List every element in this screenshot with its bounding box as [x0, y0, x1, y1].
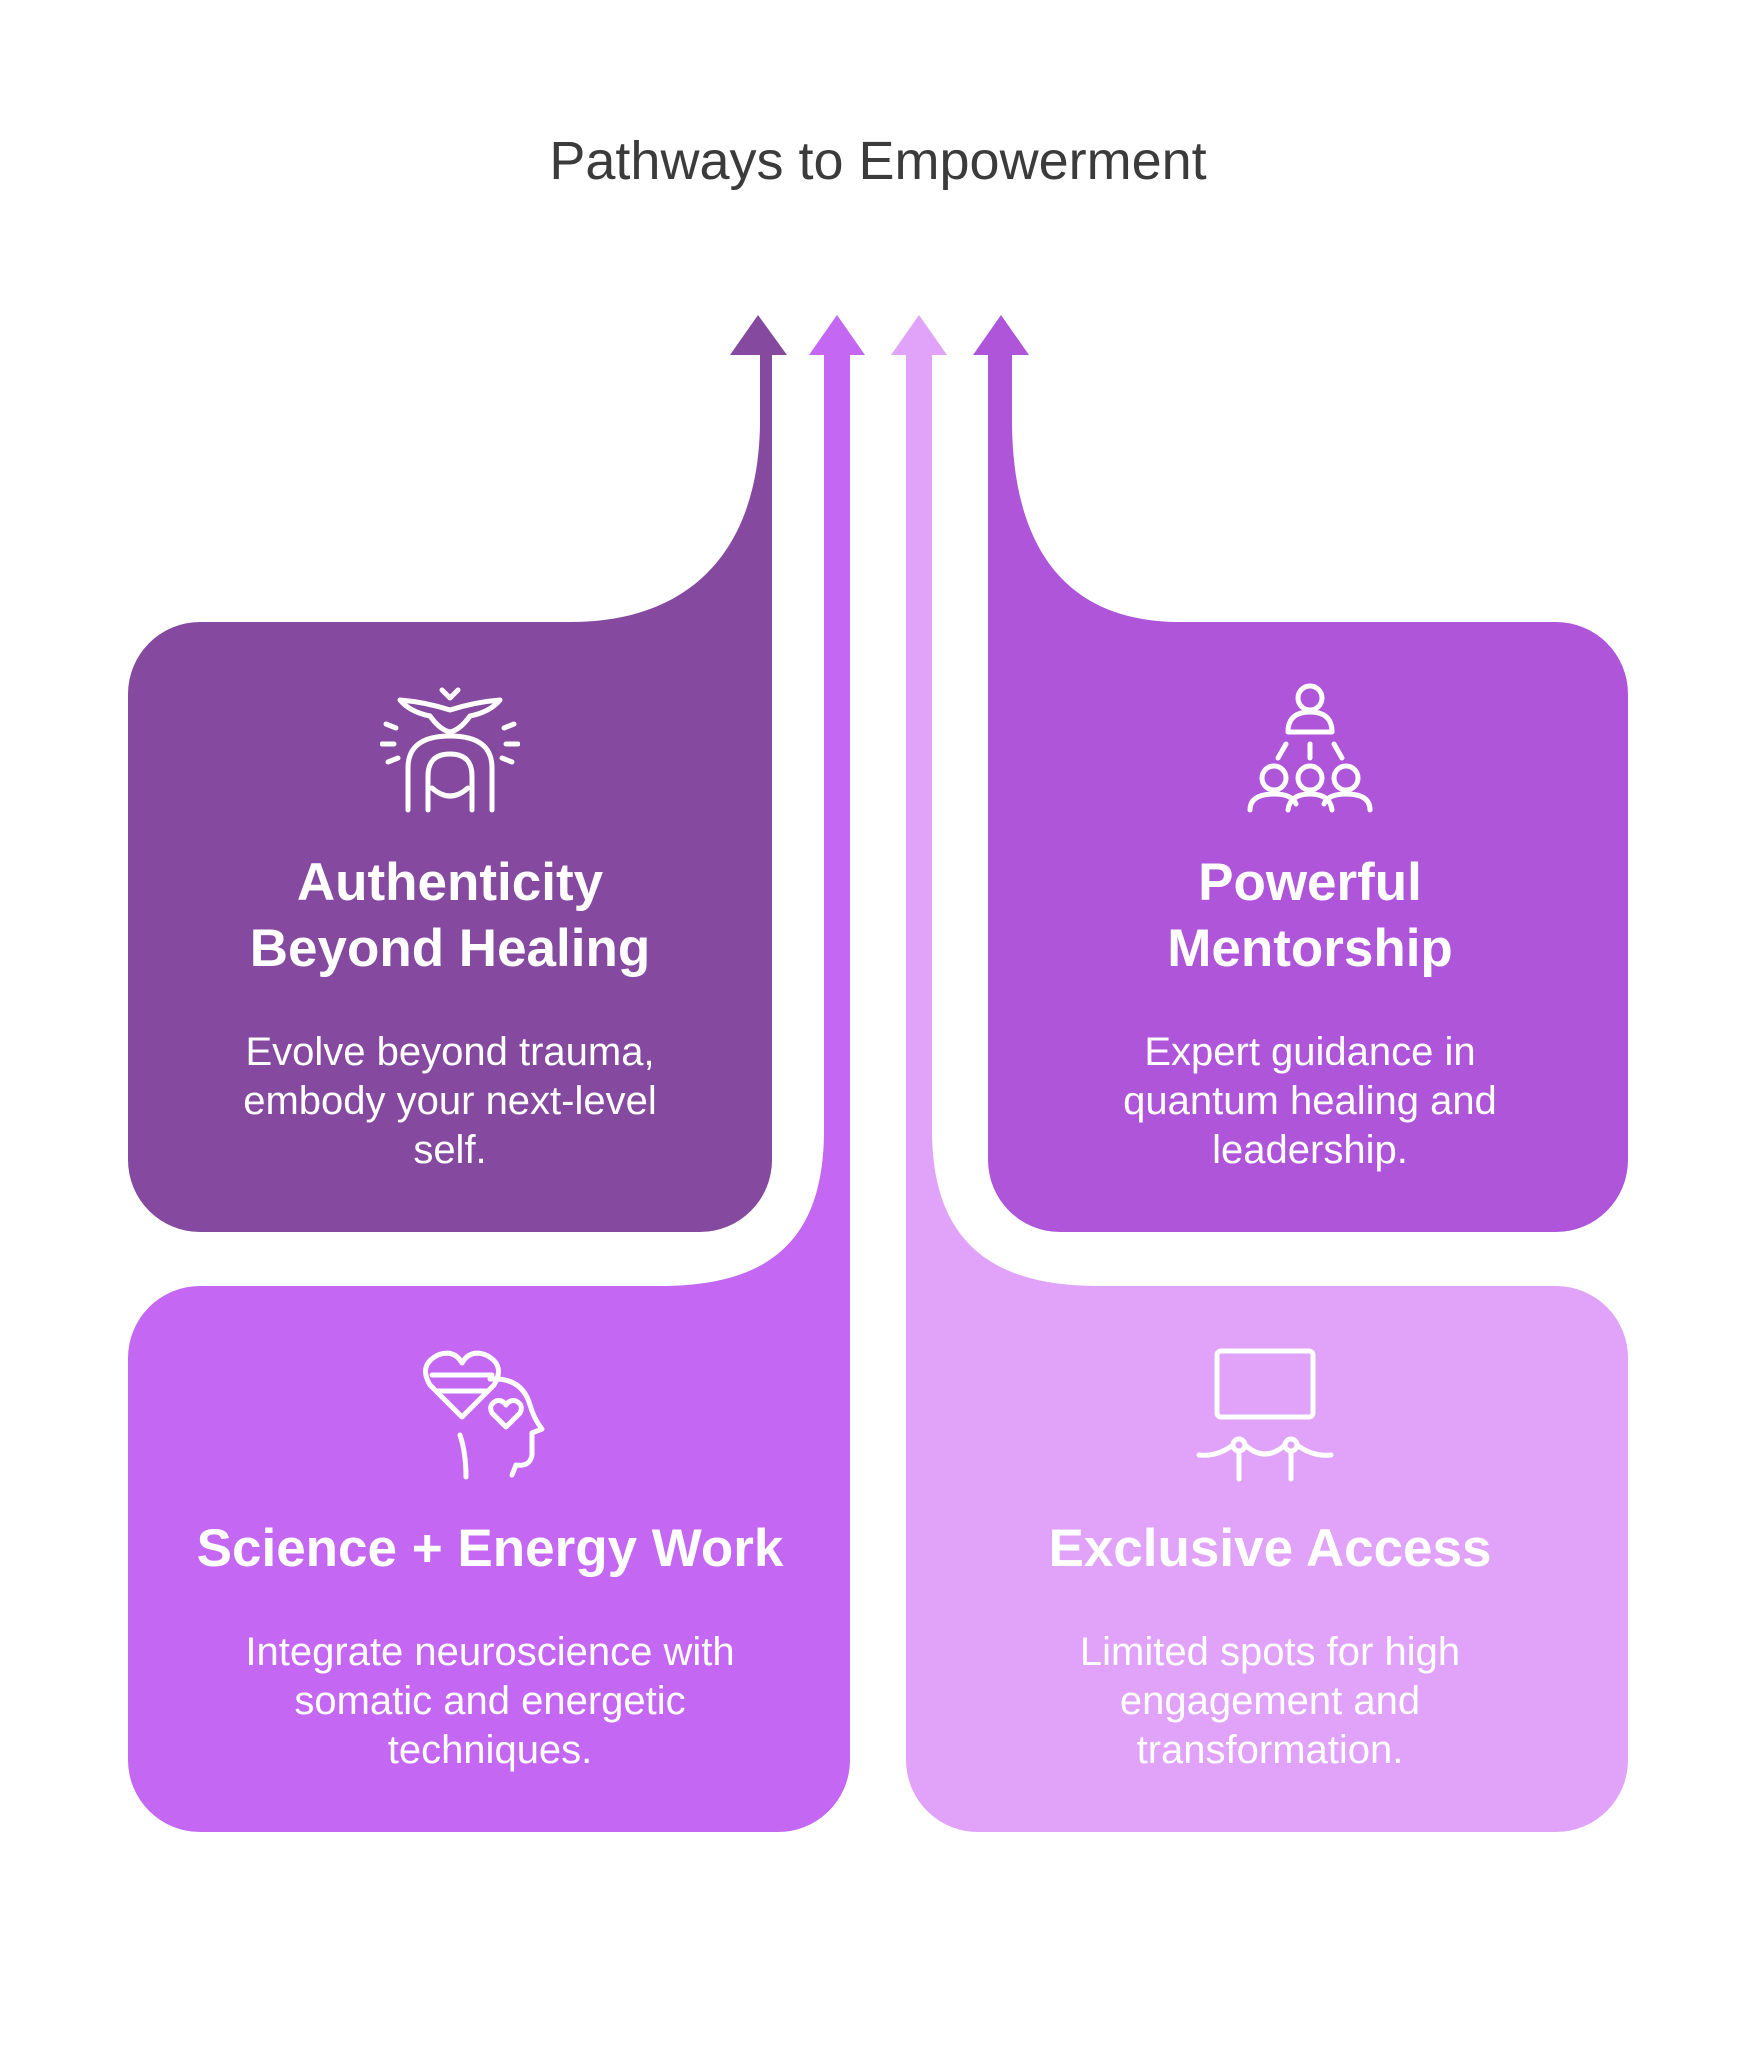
card-description: Evolve beyond trauma, embody your next-l… [243, 1030, 657, 1172]
card-mentorship: Powerful Mentorship Expert guidance in q… [1090, 850, 1530, 1175]
card-exclusive: Exclusive Access Limited spots for high … [1020, 1516, 1520, 1775]
card-title-line1: Authenticity [296, 853, 604, 912]
card-description: Expert guidance in quantum healing and l… [1123, 1030, 1497, 1172]
arrowhead-bright [809, 315, 865, 355]
card-description: Integrate neuroscience with somatic and … [245, 1630, 735, 1772]
card-title-line1: Powerful [1198, 853, 1422, 912]
mentor-group-icon [1247, 683, 1373, 813]
card-title: Science + Energy Work [196, 1519, 784, 1578]
card-title-line2: Mentorship [1167, 919, 1453, 978]
card-science-shape [128, 350, 851, 1833]
arrowhead-medium [973, 315, 1029, 355]
page-title: Pathways to Empowerment [549, 131, 1207, 191]
card-authenticity: Authenticity Beyond Healing Evolve beyon… [208, 850, 692, 1175]
card-exclusive-shape [906, 350, 1628, 1833]
card-science: Science + Energy Work Integrate neurosci… [190, 1516, 790, 1775]
card-title-line2: Beyond Healing [249, 919, 651, 978]
arrowhead-dark [730, 315, 787, 355]
vip-rope-screen-icon [1196, 1348, 1334, 1482]
arrowhead-light [891, 315, 947, 355]
heart-mind-icon [423, 1350, 545, 1480]
bird-over-woman-icon [380, 687, 520, 813]
card-description: Limited spots for high engagement and tr… [1079, 1630, 1461, 1772]
card-authenticity-shape [128, 350, 772, 1232]
card-title: Exclusive Access [1048, 1519, 1492, 1578]
